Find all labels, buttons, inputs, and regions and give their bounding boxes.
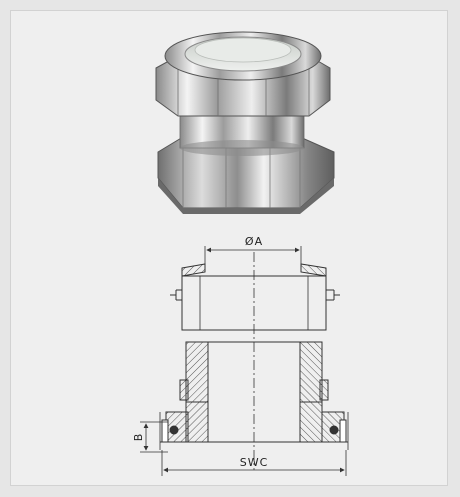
dimension-a-label: ØA <box>245 235 263 248</box>
body-section-right <box>299 341 347 443</box>
dimension-b <box>140 421 168 453</box>
dimension-a <box>204 246 302 264</box>
body-section-left <box>161 341 209 443</box>
cable-gland-photo <box>155 31 335 214</box>
cap-nut <box>170 263 340 331</box>
technical-drawing <box>140 246 349 476</box>
dimension-swc-label: SWC <box>240 456 269 469</box>
dimension-b-label: B <box>132 433 145 442</box>
dimension-swc <box>161 450 347 476</box>
